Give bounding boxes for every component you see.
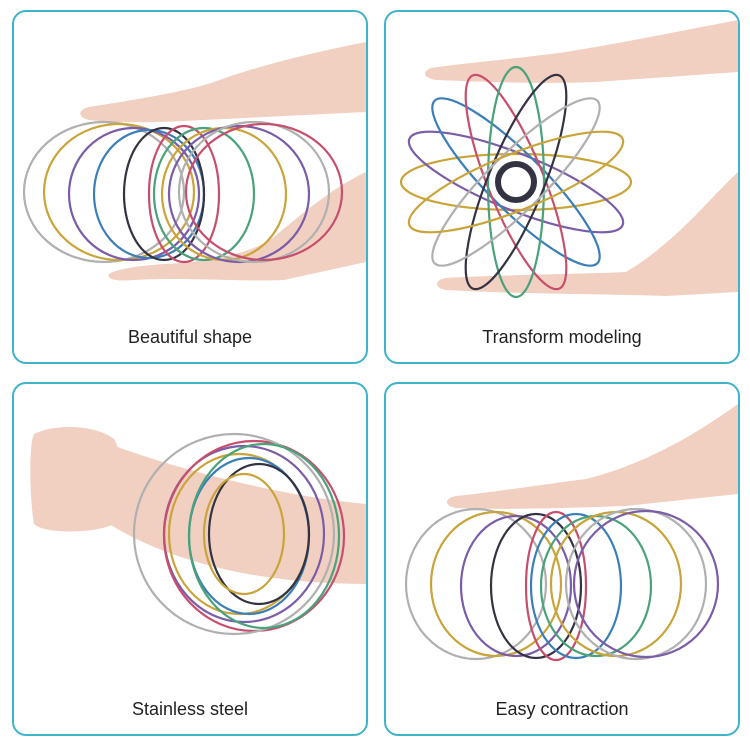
panel-easy-contraction: Easy contraction [384, 382, 740, 736]
panel-caption: Easy contraction [495, 699, 629, 719]
panel-caption: Transform modeling [482, 327, 642, 347]
flow-ring-compressed-illustration [404, 404, 738, 662]
panel-transform-modeling: Transform modeling [384, 10, 740, 364]
panel-caption: Stainless steel [131, 699, 249, 719]
panel-beautiful-shape: Beautiful shape [12, 10, 368, 364]
panel-caption: Beautiful shape [127, 327, 253, 347]
flow-ring-starburst-illustration [399, 20, 738, 299]
flow-ring-arm-illustration [30, 427, 366, 636]
panel-stainless-steel: Stainless steel [12, 382, 368, 736]
flow-ring-horizontal-illustration [22, 42, 366, 281]
